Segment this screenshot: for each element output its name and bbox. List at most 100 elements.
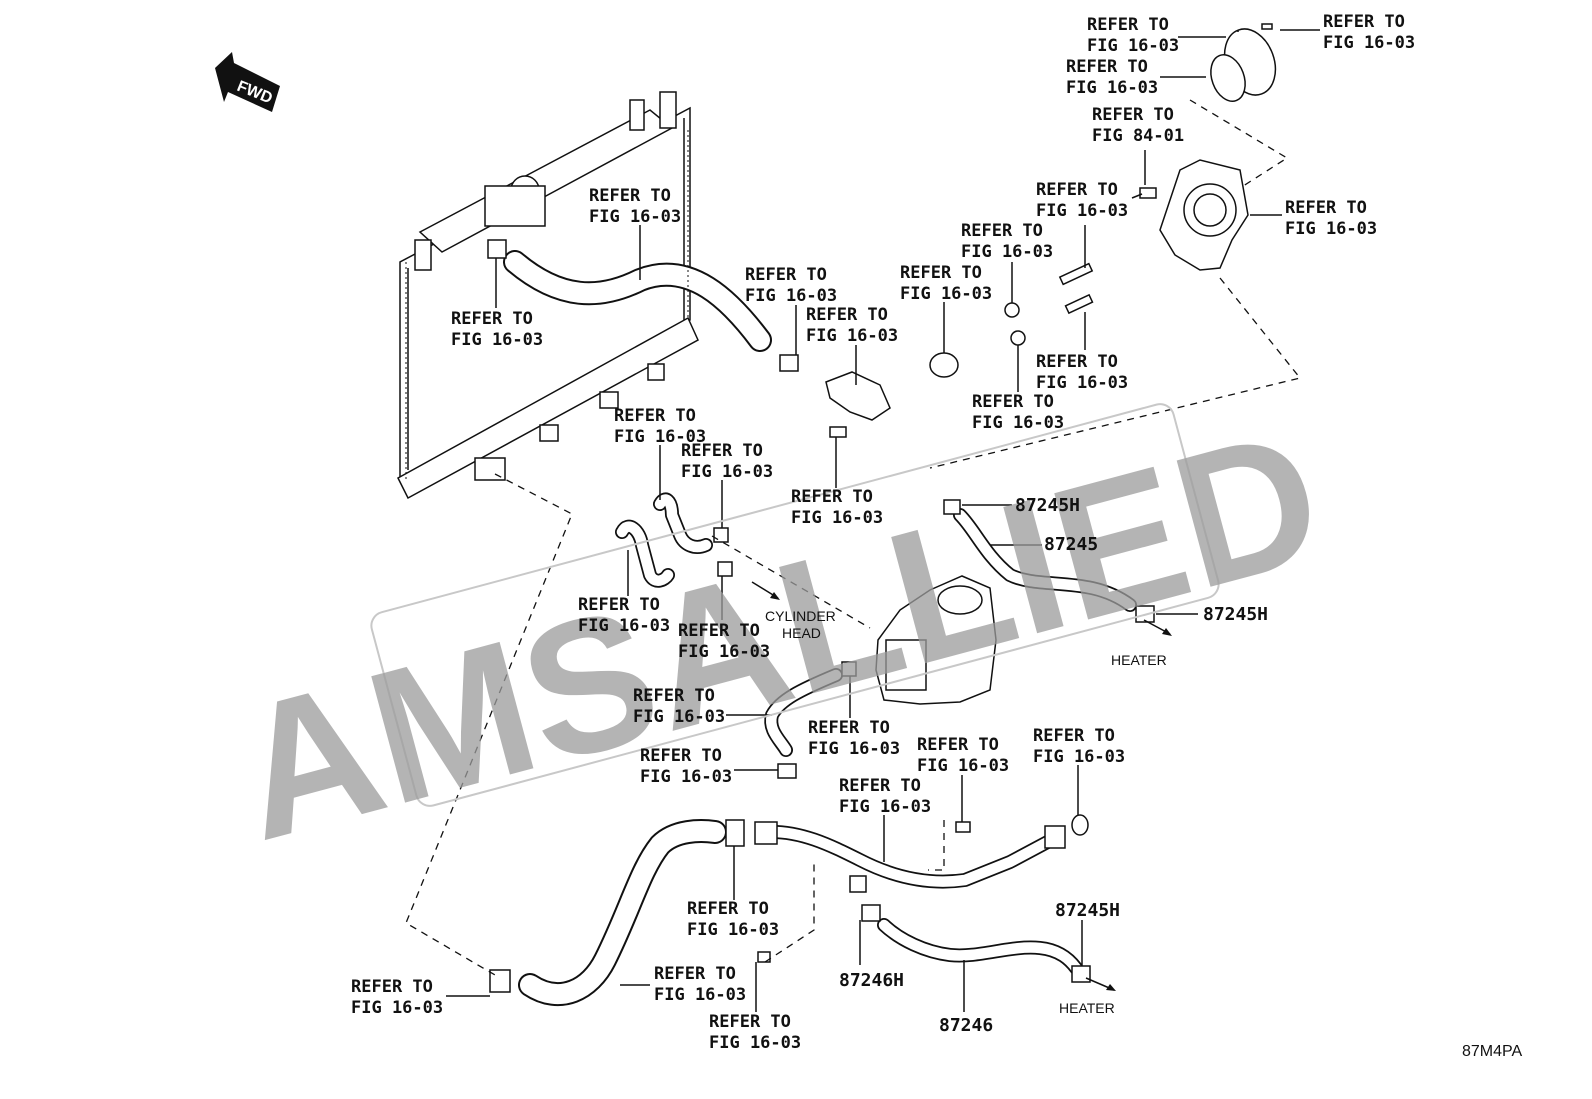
callout-line-2: FIG 16-03 — [640, 767, 732, 787]
clamp-icon — [779, 354, 799, 372]
water-outlet — [825, 371, 891, 421]
callout-line-1: REFER TO — [806, 305, 888, 325]
callout-line-2: FIG 16-03 — [451, 330, 543, 350]
clamp-icon — [489, 969, 511, 993]
leader-lines — [446, 29, 1320, 1012]
callout-line-2: FIG 16-03 — [709, 1033, 801, 1053]
bolt-icon — [757, 951, 771, 963]
heater-hose-87245 — [953, 508, 1137, 612]
callout-line-1: REFER TO — [1092, 105, 1174, 125]
clip-icon — [1261, 23, 1273, 30]
clamp-icon — [777, 763, 797, 779]
bypass-hose — [615, 492, 713, 588]
clamp-icon — [1071, 965, 1091, 983]
clamp-icon — [943, 499, 961, 515]
callout-line-2: FIG 16-03 — [614, 427, 706, 447]
callout-line-1: REFER TO — [1036, 352, 1118, 372]
water-pipe — [754, 821, 1066, 889]
o-ring-icon — [1071, 814, 1089, 836]
callout-line-1: REFER TO — [351, 977, 433, 997]
nut-icon — [1010, 330, 1026, 346]
callout-line-2: FIG 16-03 — [745, 286, 837, 306]
callout-line-2: FIG 84-01 — [1092, 126, 1184, 146]
watermark-text: AMSALLIED — [216, 389, 1341, 881]
callout-line-2: FIG 16-03 — [839, 797, 931, 817]
part-numbers: 87245H 87245 87245H 87245H 87246H 87246 — [839, 495, 1268, 1036]
heater-label: HEATER — [1059, 1000, 1115, 1016]
arrow-icon — [1085, 977, 1116, 991]
callout-line-1: REFER TO — [1323, 12, 1405, 32]
callout-line-1: REFER TO — [678, 621, 760, 641]
part-number-87245: 87245 — [1044, 534, 1098, 555]
callout-line-1: REFER TO — [1066, 57, 1148, 77]
assembly-lines — [405, 99, 1302, 976]
callout-line-1: REFER TO — [1036, 180, 1118, 200]
sensor-icon — [1139, 187, 1157, 199]
callout-line-1: REFER TO — [709, 1012, 791, 1032]
callout-line-1: REFER TO — [578, 595, 660, 615]
heater-label: HEATER — [1111, 652, 1167, 668]
clamp-icon — [861, 904, 881, 922]
callout-line-1: REFER TO — [1285, 198, 1367, 218]
callout-line-1: REFER TO — [687, 899, 769, 919]
callout-line-1: REFER TO — [972, 392, 1054, 412]
thermostat — [929, 352, 959, 378]
arrow-icon — [751, 581, 780, 600]
callout-line-1: REFER TO — [791, 487, 873, 507]
cylinder-head-label-2: HEAD — [782, 625, 821, 641]
heater-hose-87246 — [877, 918, 1083, 975]
bolt-icon — [829, 426, 847, 438]
callout-line-2: FIG 16-03 — [654, 985, 746, 1005]
callout-line-1: REFER TO — [808, 718, 890, 738]
callout-line-2: FIG 16-03 — [1036, 373, 1128, 393]
callout-line-1: REFER TO — [681, 441, 763, 461]
callout-line-1: REFER TO — [1033, 726, 1115, 746]
callout-line-1: REFER TO — [654, 964, 736, 984]
callout-line-1: REFER TO — [1087, 15, 1169, 35]
callout-line-2: FIG 16-03 — [806, 326, 898, 346]
callout-line-1: REFER TO — [589, 186, 671, 206]
callout-line-2: FIG 16-03 — [1066, 78, 1158, 98]
part-number-87246H: 87246H — [839, 970, 904, 991]
callout-line-1: REFER TO — [451, 309, 533, 329]
callout-line-2: FIG 16-03 — [351, 998, 443, 1018]
callout-line-2: FIG 16-03 — [633, 707, 725, 727]
bolt-icon — [955, 821, 971, 833]
callout-line-1: REFER TO — [633, 686, 715, 706]
callout-line-2: FIG 16-03 — [791, 508, 883, 528]
fwd-arrow-icon: FWD — [215, 52, 280, 112]
callout-line-2: FIG 16-03 — [900, 284, 992, 304]
callout-line-1: REFER TO — [900, 263, 982, 283]
callout-line-2: FIG 16-03 — [1323, 33, 1415, 53]
callout-line-2: FIG 16-03 — [1087, 36, 1179, 56]
part-number-87245H: 87245H — [1015, 495, 1080, 516]
clamp-icon — [725, 819, 745, 847]
clamp-icon — [487, 239, 507, 259]
callout-line-2: FIG 16-03 — [589, 207, 681, 227]
callout-line-2: FIG 16-03 — [1036, 201, 1128, 221]
